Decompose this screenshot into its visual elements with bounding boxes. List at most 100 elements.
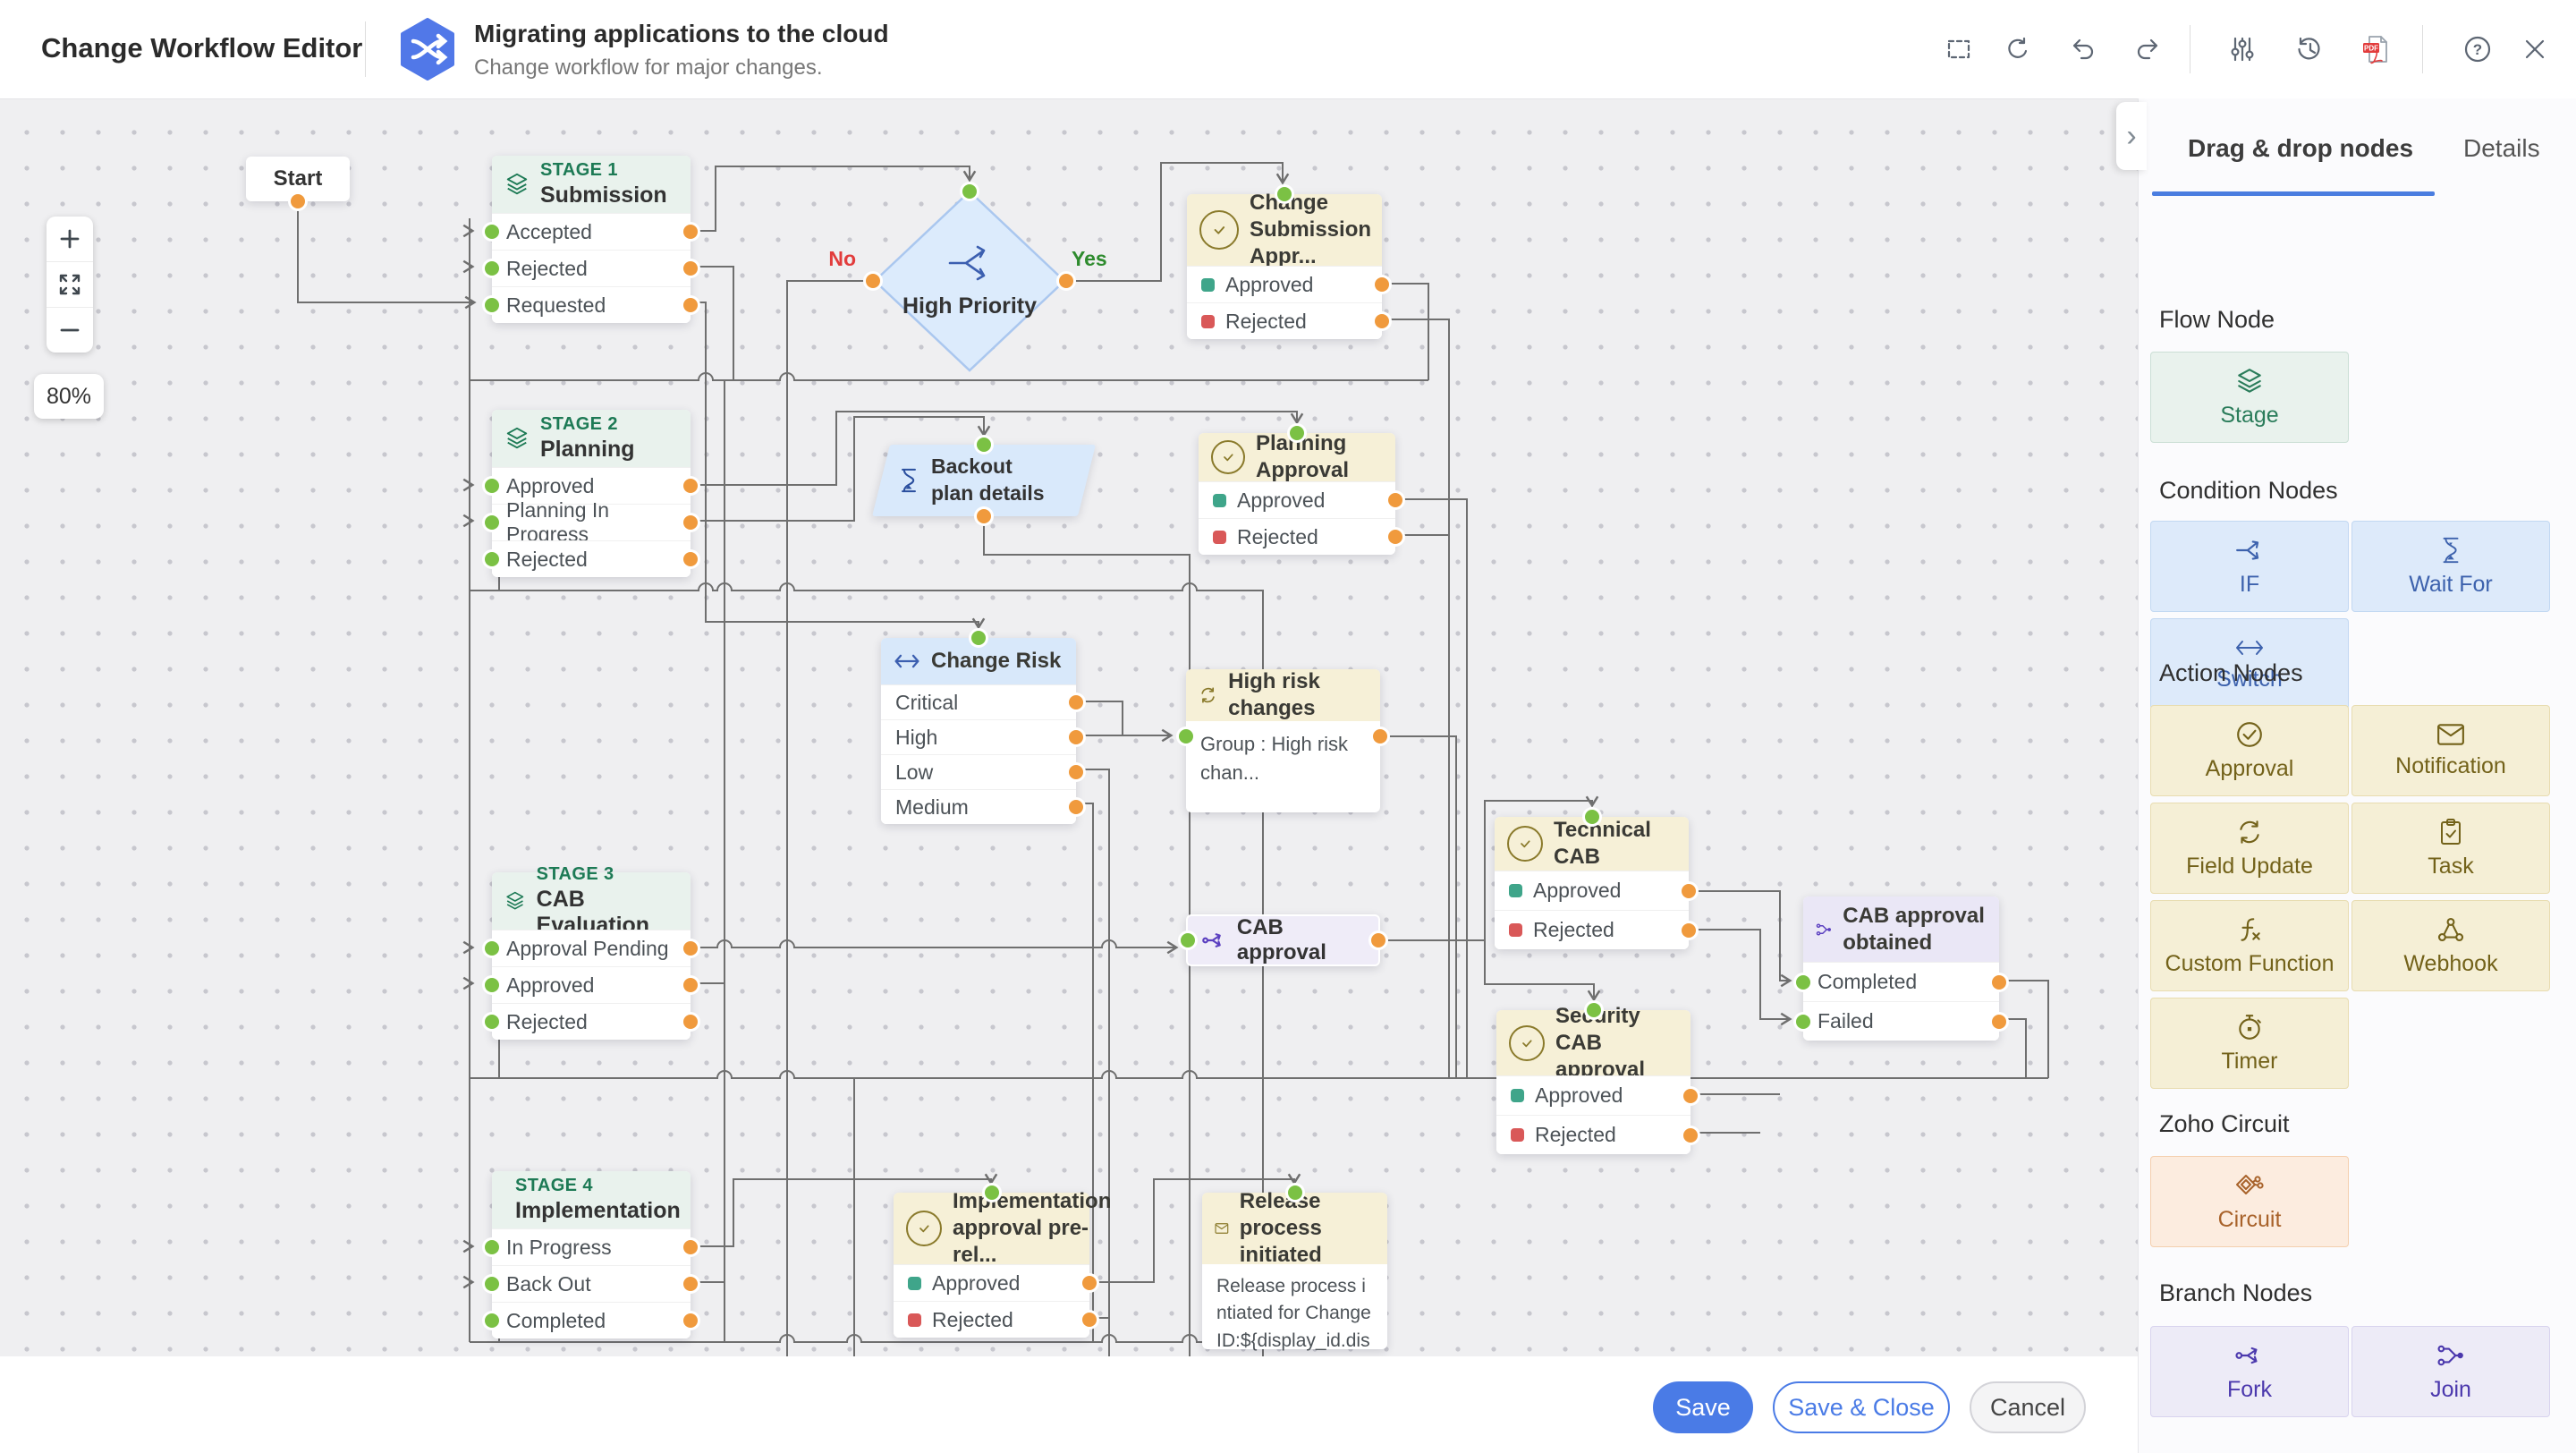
output-port[interactable] — [683, 225, 698, 239]
output-port[interactable] — [1069, 800, 1083, 814]
input-port[interactable] — [485, 225, 499, 239]
output-port[interactable] — [683, 1240, 698, 1254]
output-port[interactable] — [1388, 530, 1402, 544]
outcome-row[interactable]: Failed — [1796, 1001, 2006, 1041]
output-port[interactable] — [1069, 695, 1083, 710]
outcome-row[interactable]: Rejected — [1187, 302, 1389, 339]
output-port-no[interactable] — [866, 274, 880, 288]
output-port-yes[interactable] — [1059, 274, 1073, 288]
input-port[interactable] — [485, 1015, 499, 1029]
join-node-cab-approval-obtained[interactable]: CAB approval obtained Completed Failed — [1796, 896, 2006, 1041]
outcome-row[interactable]: Completed — [1796, 962, 2006, 1001]
output-port[interactable] — [1682, 883, 1696, 898]
input-port[interactable] — [485, 552, 499, 566]
input-port[interactable] — [1179, 729, 1193, 743]
input-port[interactable] — [1796, 974, 1810, 990]
outcome-row[interactable]: Rejected — [894, 1301, 1097, 1338]
stage-row[interactable]: Rejected — [485, 250, 698, 286]
input-port[interactable] — [1584, 810, 1599, 824]
outcome-row[interactable]: Approved — [1496, 1075, 1698, 1115]
case-row[interactable]: Low — [881, 754, 1083, 789]
input-port[interactable] — [485, 1313, 499, 1328]
reset-button[interactable] — [1998, 30, 2038, 69]
output-port[interactable] — [1683, 1088, 1698, 1103]
output-port[interactable] — [683, 941, 698, 956]
notification-node-release[interactable]: Release process initiated Release proces… — [1202, 1185, 1387, 1378]
output-port[interactable] — [683, 978, 698, 992]
stage-row[interactable]: Rejected — [485, 1003, 698, 1040]
export-pdf-button[interactable]: PDF — [2356, 30, 2395, 69]
outcome-row[interactable]: Rejected — [1199, 518, 1402, 555]
input-port[interactable] — [485, 515, 499, 530]
input-port[interactable] — [485, 978, 499, 992]
outcome-row[interactable]: Approved — [1187, 266, 1389, 302]
input-port[interactable] — [1181, 933, 1195, 947]
output-port[interactable] — [683, 261, 698, 276]
palette-tile-join[interactable]: Join — [2351, 1326, 2550, 1417]
stage-row[interactable]: In Progress — [485, 1228, 698, 1265]
output-port[interactable] — [1375, 314, 1389, 328]
palette-tile-switch[interactable]: Switch — [2150, 618, 2349, 710]
stage-row[interactable]: Approved — [485, 966, 698, 1003]
input-port[interactable] — [1290, 426, 1304, 440]
input-port[interactable] — [485, 1240, 499, 1254]
security-cab-approval-node[interactable]: Security CAB approval Approved Rejected — [1496, 1003, 1698, 1154]
input-port[interactable] — [984, 1185, 999, 1200]
start-node[interactable]: Start — [246, 157, 350, 208]
palette-tile-field-update[interactable]: Field Update — [2150, 803, 2349, 894]
switch-node-change-risk[interactable]: Change Risk Critical High Low Medium — [881, 631, 1083, 824]
palette-tile-notification[interactable]: Notification — [2351, 705, 2550, 796]
input-port[interactable] — [485, 261, 499, 276]
tab-details[interactable]: Details — [2463, 134, 2540, 162]
palette-tile-approval[interactable]: Approval — [2150, 705, 2349, 796]
case-row[interactable]: High — [881, 719, 1083, 754]
stage-row[interactable]: Completed — [485, 1302, 698, 1338]
change-submission-approval-node[interactable]: Change Submission Appr... Approved Rejec… — [1187, 187, 1389, 339]
case-row[interactable]: Medium — [881, 789, 1083, 824]
input-port[interactable] — [971, 631, 986, 645]
input-port[interactable] — [977, 438, 991, 452]
output-port[interactable] — [683, 479, 698, 493]
undo-button[interactable] — [2063, 30, 2102, 69]
output-port[interactable] — [683, 515, 698, 530]
palette-tile-task[interactable]: Task — [2351, 803, 2550, 894]
fork-node-cab-approval[interactable]: CAB approval — [1181, 914, 1385, 966]
input-port[interactable] — [1796, 1014, 1810, 1029]
palette-tile-wait-for[interactable]: Wait For — [2351, 521, 2550, 612]
stage-row[interactable]: Planning In Progress — [485, 498, 698, 546]
stage-row[interactable]: Back Out — [485, 1265, 698, 1302]
output-port[interactable] — [291, 194, 305, 208]
palette-tile-webhook[interactable]: Webhook — [2351, 900, 2550, 991]
stage-row[interactable]: Approval Pending — [485, 930, 698, 966]
implementation-approval-node[interactable]: Implementation approval pre-rel... Appro… — [894, 1185, 1111, 1338]
output-port[interactable] — [683, 1313, 698, 1328]
palette-tile-custom-function[interactable]: Custom Function — [2150, 900, 2349, 991]
save-and-close-button[interactable]: Save & Close — [1773, 1381, 1950, 1433]
save-button[interactable]: Save — [1653, 1381, 1753, 1433]
case-row[interactable]: Critical — [881, 684, 1083, 719]
stage2-node[interactable]: STAGE 2 Planning Approved Planning In Pr… — [485, 410, 698, 577]
wait-for-node-backout[interactable]: Backout plan details — [872, 438, 1096, 523]
stage-row[interactable]: Accepted — [485, 213, 698, 250]
outcome-row[interactable]: Approved — [894, 1264, 1097, 1301]
field-update-node-high-risk[interactable]: High risk changes Group : High risk chan… — [1179, 669, 1387, 812]
outcome-row[interactable]: Rejected — [1496, 1115, 1698, 1154]
settings-button[interactable] — [2222, 30, 2261, 69]
if-node-high-priority[interactable]: High Priority — [866, 184, 1073, 374]
stage-row[interactable]: Rejected — [485, 540, 698, 577]
output-port[interactable] — [1082, 1313, 1097, 1327]
output-port[interactable] — [1082, 1276, 1097, 1290]
output-port[interactable] — [683, 1015, 698, 1029]
input-port[interactable] — [1586, 1003, 1601, 1017]
help-button[interactable]: ? — [2458, 30, 2497, 69]
palette-tile-fork[interactable]: Fork — [2150, 1326, 2349, 1417]
input-port[interactable] — [485, 941, 499, 956]
collapse-sidebar-button[interactable]: › — [2116, 102, 2147, 170]
stage-row[interactable]: Approved — [485, 467, 698, 504]
palette-tile-timer[interactable]: Timer — [2150, 998, 2349, 1089]
output-port[interactable] — [1388, 493, 1402, 507]
output-port[interactable] — [977, 509, 991, 523]
zoom-in-button[interactable] — [47, 217, 93, 261]
close-editor-button[interactable] — [2515, 30, 2555, 69]
input-port[interactable] — [485, 298, 499, 312]
